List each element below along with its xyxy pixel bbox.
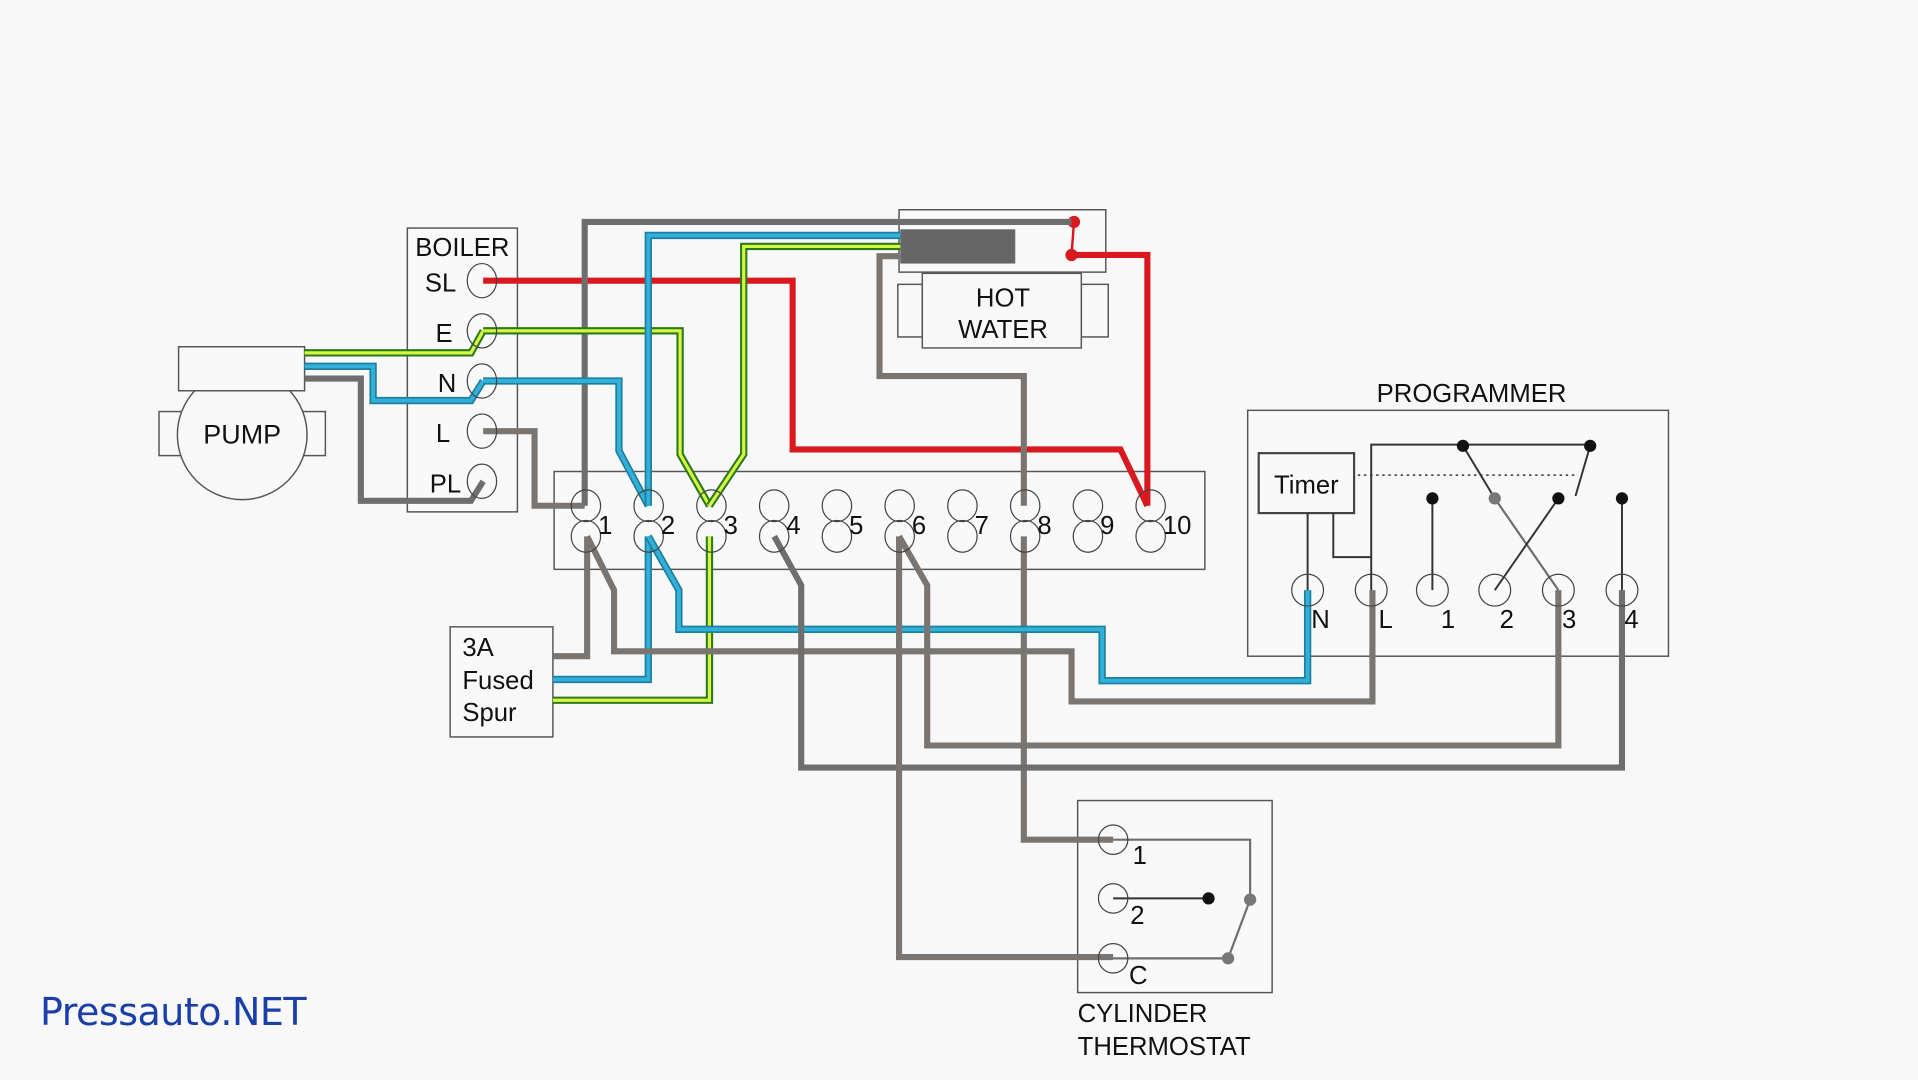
cylinder-thermostat-terminals (1097, 824, 1129, 974)
junction-terminal-label: 7 (975, 512, 989, 540)
junction-terminal-labels: 1 2 3 4 5 6 7 8 9 10 (598, 512, 1191, 540)
boiler-terminal-label: E (435, 320, 452, 348)
watermark: Pressauto.NET (40, 990, 307, 1034)
junction-terminal (696, 519, 727, 553)
junction-terminal (821, 489, 853, 523)
boiler-box (406, 227, 519, 513)
timer-box (1257, 452, 1356, 515)
programmer-box (1246, 409, 1670, 657)
hot-water-label-2: WATER (958, 316, 1048, 344)
boiler-terminal-label: PL (430, 470, 461, 498)
cylstat-terminal-label: 2 (1130, 902, 1144, 930)
boiler-terminals (466, 262, 498, 500)
junction-terminal (633, 519, 664, 553)
junction-terminal (570, 519, 602, 553)
programmer-terminal-label: 3 (1562, 606, 1576, 634)
fused-spur-box (449, 626, 554, 738)
programmer-terminals (1291, 573, 1639, 607)
wire-neutral-to-programmer (645, 534, 1312, 685)
boiler-terminal-label: N (438, 370, 457, 398)
cylinder-thermostat-title-2: THERMOSTAT (1078, 1033, 1251, 1061)
hot-water-label-1: HOT (976, 284, 1031, 312)
wire-spur-neutral (552, 536, 652, 684)
pump-label: PUMP (203, 419, 281, 449)
wire-switched-live-boiler (483, 277, 1151, 508)
wire-boiler-live (483, 428, 585, 509)
wire-term8-to-cylstat1 (1020, 536, 1114, 843)
junction-box (553, 470, 1206, 571)
junction-terminals (570, 489, 1166, 553)
wire-boiler-neutral (483, 377, 652, 508)
junction-terminal-label: 1 (598, 512, 612, 540)
cylinder-thermostat-box (1076, 799, 1273, 994)
junction-terminal-label: 3 (724, 512, 738, 540)
junction-terminal-label: 2 (661, 512, 675, 540)
junction-terminal-label: 8 (1037, 512, 1051, 540)
junction-terminal (758, 519, 790, 553)
wire-live-to-programmer (584, 534, 1376, 705)
junction-terminal-label: 9 (1100, 512, 1114, 540)
junction-terminal (696, 489, 727, 523)
wire-switched-live-hw (1071, 251, 1151, 506)
programmer-terminal-label: 1 (1441, 606, 1455, 634)
junction-terminal (1009, 489, 1041, 523)
junction-terminal (570, 489, 602, 523)
programmer-terminal-label: 4 (1624, 606, 1638, 634)
boiler-title: BOILER (415, 234, 509, 262)
wire-spur-live (552, 536, 591, 660)
junction-terminal (633, 489, 664, 523)
junction-terminal (1072, 519, 1104, 553)
wire-boiler-earth (483, 327, 713, 508)
junction-terminal (1009, 519, 1041, 553)
fused-spur-label-1: 3A (462, 634, 494, 662)
programmer-title: PROGRAMMER (1377, 380, 1567, 408)
wire-term6-to-prog3 (896, 534, 1562, 749)
junction-terminal (1135, 489, 1166, 523)
junction-terminal-label: 6 (912, 512, 926, 540)
cylinder-thermostat-switch (1113, 838, 1257, 965)
junction-terminal-label: 4 (786, 512, 800, 540)
junction-terminal (947, 489, 978, 523)
junction-terminal (884, 489, 915, 523)
junction-terminal-label: 10 (1163, 512, 1192, 540)
programmer-terminal-label: L (1379, 606, 1393, 634)
wire-term4-to-prog4 (771, 534, 1626, 771)
programmer-terminal-label: N (1311, 606, 1330, 634)
cylstat-terminal-label: 1 (1133, 842, 1147, 870)
cylinder-thermostat-title-1: CYLINDER (1078, 1000, 1208, 1028)
cylstat-terminal-label: C (1129, 962, 1148, 990)
programmer-terminal-label: 2 (1500, 606, 1514, 634)
programmer-internal-wiring (1306, 439, 1629, 591)
boiler-terminal-label: SL (425, 270, 456, 298)
wire-live-hw-motor (581, 218, 1072, 506)
wire-hw-earth (706, 242, 901, 508)
boiler-terminal-label: L (436, 420, 450, 448)
wire-spur-earth (552, 536, 714, 704)
junction-terminal (947, 519, 978, 553)
wire-pump-neutral (304, 362, 487, 405)
wire-hw-to-term8 (876, 253, 1027, 506)
junction-terminal (1135, 519, 1166, 553)
junction-terminal (884, 519, 915, 553)
wire-term6-to-cylstatC (896, 536, 1114, 961)
junction-terminal (821, 519, 853, 553)
wire-pump-earth (304, 329, 487, 357)
timer-label: Timer (1274, 472, 1339, 500)
junction-terminal (1072, 489, 1104, 523)
junction-terminal-label: 5 (849, 512, 863, 540)
junction-terminal (758, 489, 790, 523)
wire-pump-live (304, 375, 486, 504)
wire-hw-neutral (644, 231, 901, 506)
fused-spur-label-3: Spur (462, 699, 517, 727)
fused-spur-label-2: Fused (462, 667, 533, 695)
pump (158, 345, 327, 501)
